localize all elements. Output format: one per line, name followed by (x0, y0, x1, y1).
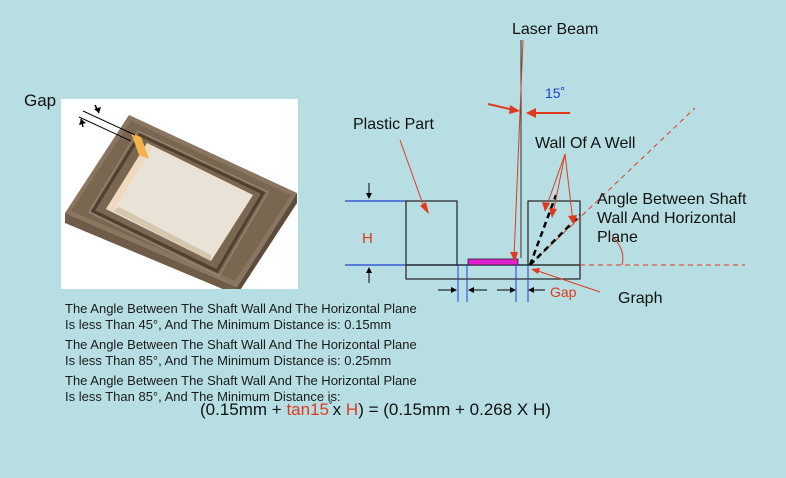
gap-formula: (0.15mm + tan15˚x H) = (0.15mm + 0.268 X… (200, 400, 551, 420)
frame-illustration (65, 104, 297, 289)
condition-1-line-1: The Angle Between The Shaft Wall And The… (65, 301, 417, 316)
condition-3-line-2: Is less Than 85°, And The Minimum Distan… (65, 389, 341, 404)
wall-of-well-label: Wall Of A Well (535, 135, 635, 152)
well-wall-shape (527, 200, 581, 266)
condition-2-line-1: The Angle Between The Shaft Wall And The… (65, 337, 417, 352)
gap-label: Gap (550, 284, 577, 300)
gap-highlight-bar (467, 258, 519, 266)
condition-1-line-2: Is less Than 45°, And The Minimum Distan… (65, 317, 392, 332)
formula-x: x (332, 400, 346, 419)
formula-tan: tan15 (286, 400, 329, 419)
part-photo (61, 99, 298, 289)
height-label: H (362, 230, 373, 247)
condition-block-3: The Angle Between The Shaft Wall And The… (65, 373, 417, 405)
plastic-part-shape (405, 200, 458, 266)
graph-label: Graph (618, 290, 662, 307)
formula-open: (0.15mm + (200, 400, 287, 419)
angle-between-label-2: Wall And Horizontal (597, 210, 736, 227)
formula-rest: ) = (0.15mm + 0.268 X H) (358, 400, 551, 419)
condition-block-1: The Angle Between The Shaft Wall And The… (65, 301, 417, 333)
condition-2-line-2: Is less Than 85°, And The Minimum Distan… (65, 353, 392, 368)
angle-between-label-3: Plane (597, 229, 638, 246)
formula-degree: ˚ (329, 401, 333, 413)
laser-beam-label: Laser Beam (512, 21, 598, 38)
condition-3-line-1: The Angle Between The Shaft Wall And The… (65, 373, 417, 388)
condition-block-2: The Angle Between The Shaft Wall And The… (65, 337, 417, 369)
angle-15-label: 15˚ (545, 85, 565, 101)
plastic-part-label: Plastic Part (353, 116, 434, 133)
angle-between-label-1: Angle Between Shaft (597, 191, 747, 208)
gap-photo-label: Gap (24, 91, 57, 110)
formula-h: H (345, 400, 359, 419)
